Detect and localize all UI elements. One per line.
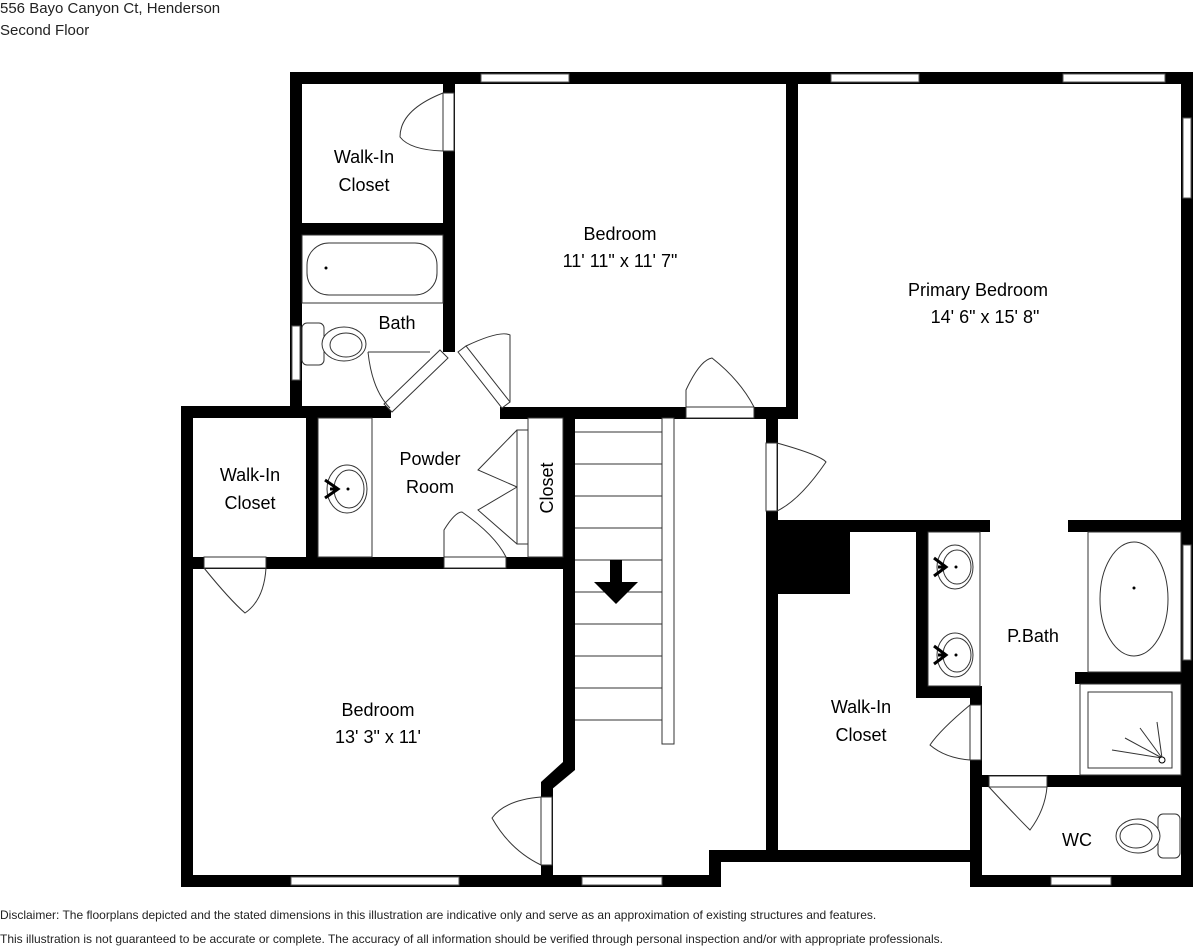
bedroom-top-dimensions: 11' 11" x 11' 7" — [563, 251, 678, 271]
walls — [181, 72, 1193, 887]
primary-bedroom-label: Primary Bedroom — [908, 280, 1048, 300]
closet-label: Closet — [537, 462, 557, 513]
walk-in-closet-primary-label-2: Closet — [835, 725, 886, 745]
doors — [203, 92, 1048, 866]
disclaimer-line-2: This illustration is not guaranteed to b… — [0, 932, 943, 946]
powder-room-label-2: Room — [406, 477, 454, 497]
toilet-icon — [1115, 813, 1181, 859]
sink-icon — [324, 464, 368, 514]
sink-icon — [933, 544, 974, 590]
fixtures — [301, 234, 1182, 859]
walk-in-closet-left-label-2: Closet — [224, 493, 275, 513]
walk-in-closet-left-label: Walk-In — [220, 465, 280, 485]
primary-bedroom-dimensions: 14' 6" x 15' 8" — [931, 307, 1040, 327]
windows — [290, 73, 1192, 886]
bathtub-icon — [306, 242, 438, 296]
walk-in-closet-top-label-2: Closet — [338, 175, 389, 195]
stair-down-arrow-icon — [594, 560, 638, 604]
walk-in-closet-top-label: Walk-In — [334, 147, 394, 167]
bath-label: Bath — [378, 313, 415, 333]
disclaimer-line-1: Disclaimer: The floorplans depicted and … — [0, 908, 877, 922]
room-labels: Walk-In Closet Bedroom 11' 11" x 11' 7" … — [220, 147, 1092, 850]
walk-in-closet-primary-label: Walk-In — [831, 697, 891, 717]
powder-room-label: Powder — [399, 449, 460, 469]
floor-name: Second Floor — [0, 22, 90, 39]
bedroom-bottom-dimensions: 13' 3" x 11' — [335, 727, 421, 747]
property-address: 556 Bayo Canyon Ct, Henderson — [0, 0, 221, 17]
toilet-icon — [301, 322, 367, 366]
staircase — [575, 417, 675, 745]
bathtub-icon — [1099, 541, 1169, 657]
primary-bath-label: P.Bath — [1007, 626, 1059, 646]
bedroom-bottom-label: Bedroom — [341, 700, 414, 720]
sink-icon — [933, 632, 974, 678]
wc-label: WC — [1062, 830, 1092, 850]
bedroom-top-label: Bedroom — [583, 224, 656, 244]
